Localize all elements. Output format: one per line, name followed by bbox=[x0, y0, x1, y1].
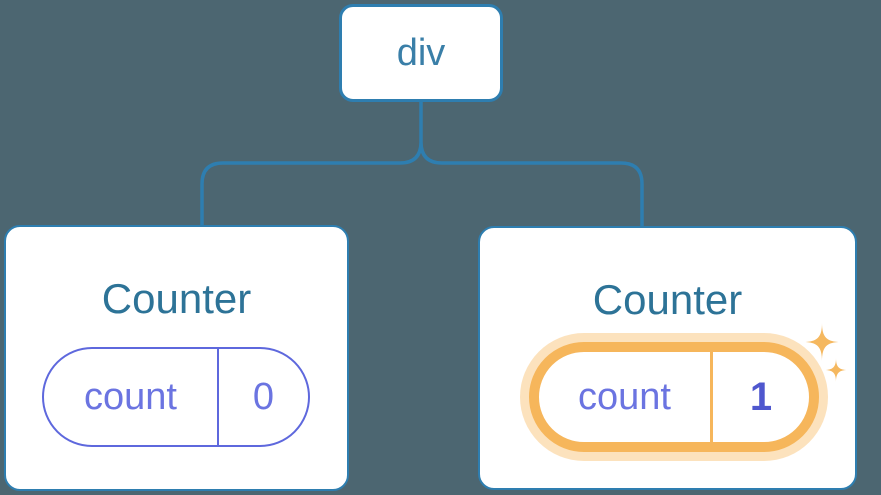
state-key-label: count bbox=[44, 349, 219, 445]
component-title: Counter bbox=[592, 276, 743, 323]
sparkles-icon bbox=[803, 323, 848, 382]
state-pill: count 0 bbox=[42, 347, 310, 447]
counter-card-right: Counter count 1 bbox=[478, 226, 857, 490]
component-title: Counter bbox=[101, 275, 252, 322]
state-value: 0 bbox=[252, 375, 275, 418]
root-node-label: div bbox=[396, 31, 446, 74]
root-node-div: div bbox=[339, 4, 503, 102]
connector-path bbox=[200, 102, 644, 227]
state-value: 1 bbox=[749, 374, 773, 419]
state-key-label: count bbox=[539, 352, 713, 442]
counter-card-left: Counter count 0 bbox=[4, 225, 349, 491]
state-pill-highlighted: count 1 bbox=[529, 342, 819, 452]
